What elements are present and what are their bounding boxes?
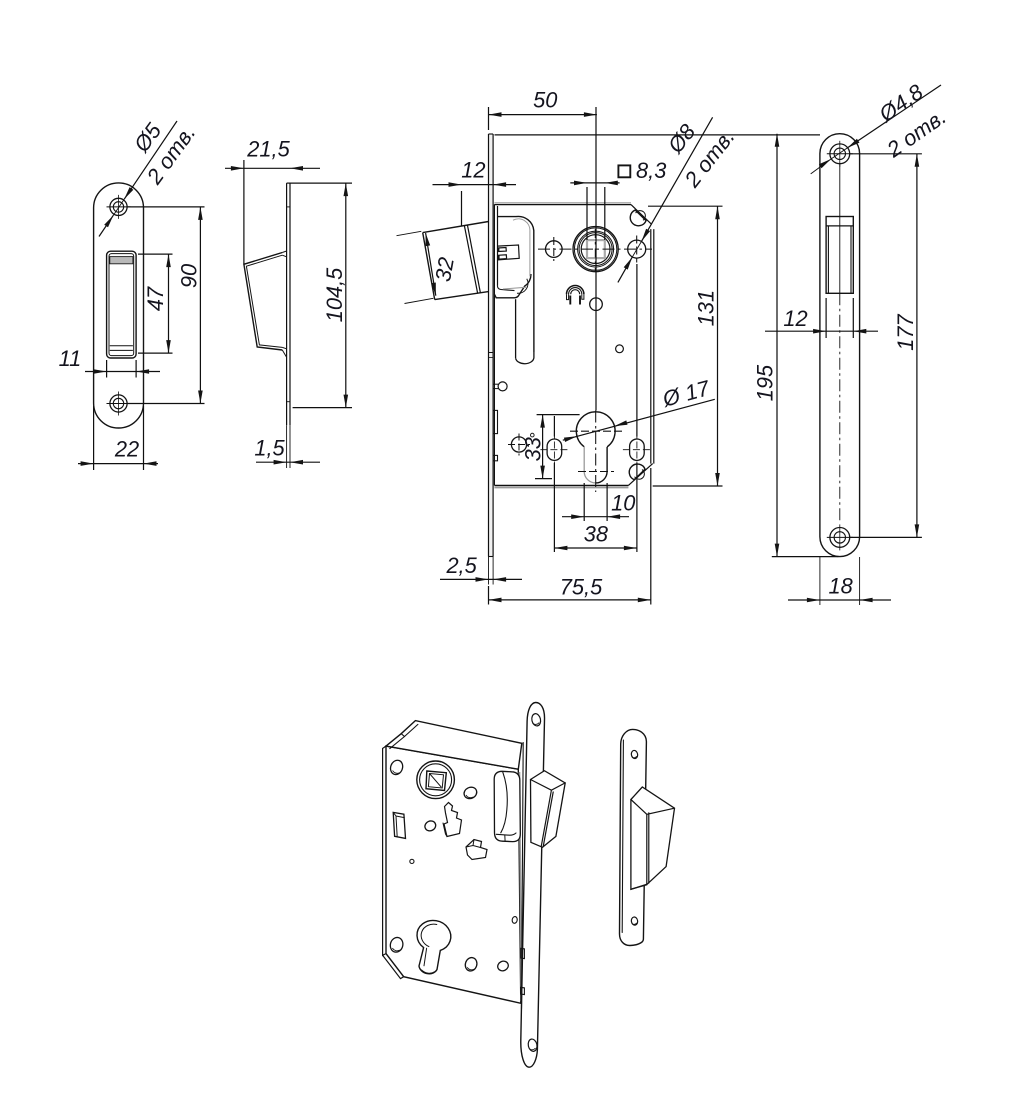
svg-text:90: 90 — [176, 264, 201, 288]
svg-text:131: 131 — [694, 290, 719, 326]
svg-text:21,5: 21,5 — [246, 137, 290, 162]
svg-text:10: 10 — [611, 491, 635, 516]
svg-text:50: 50 — [533, 88, 557, 113]
svg-text:11: 11 — [59, 346, 82, 371]
svg-text:12: 12 — [783, 306, 807, 331]
svg-text:8,3: 8,3 — [636, 158, 666, 183]
svg-text:177: 177 — [893, 313, 918, 350]
svg-text:18: 18 — [828, 574, 852, 599]
svg-text:32: 32 — [430, 255, 459, 283]
svg-text:195: 195 — [753, 364, 778, 401]
svg-text:33: 33 — [521, 437, 546, 461]
svg-text:22: 22 — [114, 437, 139, 462]
svg-text:38: 38 — [584, 522, 608, 547]
svg-text:104,5: 104,5 — [322, 267, 347, 322]
svg-text:47: 47 — [143, 286, 168, 311]
svg-text:75,5: 75,5 — [560, 575, 603, 600]
svg-text:1,5: 1,5 — [254, 436, 285, 461]
svg-text:12: 12 — [461, 158, 485, 183]
svg-text:2,5: 2,5 — [445, 553, 477, 578]
